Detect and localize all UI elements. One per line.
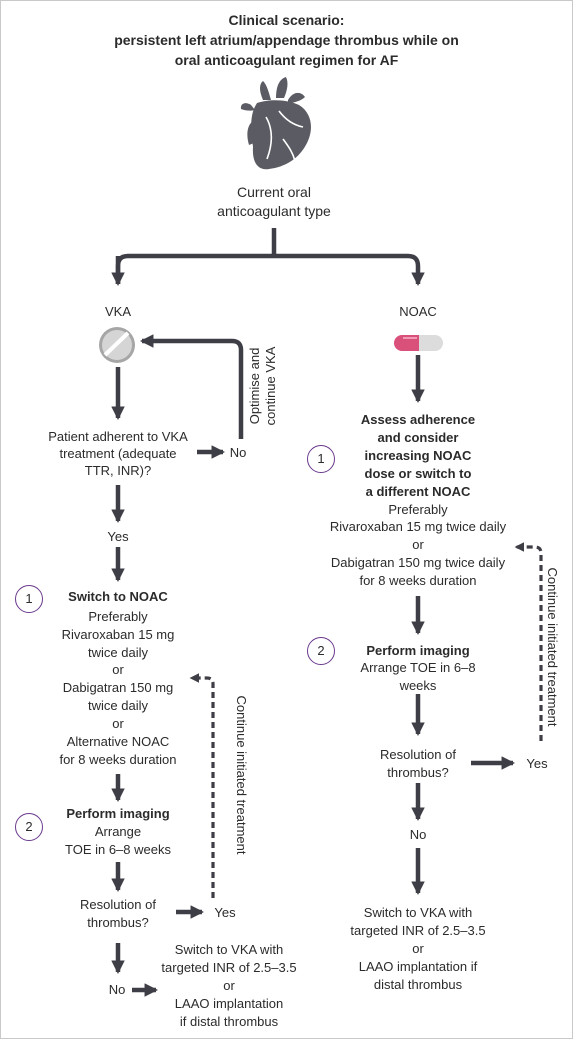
- vka-step1-line-3: twice daily: [88, 645, 148, 660]
- vka-outcome-line-3: or: [223, 978, 235, 993]
- noac-outcome-line-1: Switch to VKA with: [363, 905, 473, 920]
- vka-step2-line-2: TOE in 6–8 weeks: [65, 842, 171, 857]
- optimise-line-1: Optimise and: [247, 347, 262, 425]
- noac-continue-treatment-label: Continue initiated treatment: [545, 567, 560, 727]
- vka-step1-heading: Switch to NOAC: [68, 589, 168, 604]
- vka-outcome-line-4: LAAO implantation: [174, 996, 284, 1011]
- noac-step1-line-2: Rivaroxaban 15 mg twice daily: [329, 519, 507, 534]
- noac-step2-heading: Perform imaging: [366, 643, 470, 658]
- noac-step-1-badge: 1: [307, 445, 335, 473]
- vka-step2-line-1: Arrange: [94, 824, 142, 839]
- vka-step1-line-5: Dabigatran 150 mg: [62, 680, 174, 695]
- title-line-2: persistent left atrium/appendage thrombu…: [114, 32, 459, 48]
- vka-step1-line-7: or: [112, 716, 124, 731]
- noac-outcome-line-3: or: [412, 941, 424, 956]
- noac-resolution-yes: Yes: [526, 756, 548, 771]
- vka-adherent-line-2: treatment (adequate: [59, 446, 177, 461]
- vka-step1-line-6: twice daily: [88, 698, 148, 713]
- optimise-continue-vka-label: Optimise and continue VKA: [247, 336, 281, 436]
- noac-outcome-line-4: LAAO implantation if: [358, 959, 478, 974]
- tablet-icon: [99, 327, 135, 363]
- vka-step2-heading: Perform imaging: [66, 806, 170, 821]
- noac-step1-heading-4: dose or switch to: [364, 466, 472, 481]
- noac-step2-line-2: weeks: [399, 678, 437, 693]
- noac-step1-heading-3: increasing NOAC: [364, 448, 472, 463]
- vka-resolution-yes: Yes: [214, 905, 236, 920]
- noac-resolution-line-2: thrombus?: [387, 765, 449, 780]
- noac-step-2-badge: 2: [307, 637, 335, 665]
- vka-label: VKA: [104, 304, 131, 319]
- vka-step1-line-1: Preferably: [88, 609, 148, 624]
- vka-no-label: No: [229, 445, 247, 460]
- vka-outcome-line-5: if distal thrombus: [179, 1014, 279, 1029]
- vka-step1-line-9: for 8 weeks duration: [59, 752, 177, 767]
- capsule-icon: [394, 335, 443, 351]
- vka-adherent-line-3: TTR, INR)?: [84, 463, 152, 478]
- optimise-line-2: continue VKA: [263, 346, 278, 426]
- vka-step1-line-4: or: [112, 662, 124, 677]
- vka-step-1-badge: 1: [15, 585, 43, 613]
- noac-step1-line-5: for 8 weeks duration: [359, 573, 477, 588]
- noac-outcome-line-5: distal thrombus: [373, 977, 463, 992]
- noac-step2-line-1: Arrange TOE in 6–8: [360, 660, 476, 675]
- noac-label: NOAC: [399, 304, 437, 319]
- title-line-1: Clinical scenario:: [228, 12, 345, 28]
- current-type-line-2: anticoagulant type: [217, 203, 331, 219]
- noac-resolution-no: No: [409, 827, 427, 842]
- noac-step1-line-3: or: [412, 537, 424, 552]
- vka-resolution-no: No: [108, 982, 126, 997]
- vka-step1-line-8: Alternative NOAC: [66, 734, 170, 749]
- vka-adherent-line-1: Patient adherent to VKA: [48, 429, 188, 444]
- vka-yes-label: Yes: [107, 529, 129, 544]
- noac-step1-heading-5: a different NOAC: [365, 484, 471, 499]
- vka-continue-treatment-label: Continue initiated treatment: [234, 695, 249, 855]
- vka-outcome-line-1: Switch to VKA with: [174, 942, 284, 957]
- noac-step1-heading-1: Assess adherence: [360, 412, 476, 427]
- noac-step1-heading-2: and consider: [377, 430, 459, 445]
- noac-outcome-line-2: targeted INR of 2.5–3.5: [350, 923, 486, 938]
- vka-step1-line-2: Rivaroxaban 15 mg: [61, 627, 175, 642]
- noac-step1-line-4: Dabigatran 150 mg twice daily: [330, 555, 506, 570]
- vka-outcome-line-2: targeted INR of 2.5–3.5: [161, 960, 297, 975]
- heart-icon: [240, 77, 311, 170]
- vka-resolution-line-1: Resolution of: [80, 897, 156, 912]
- title-line-3: oral anticoagulant regimen for AF: [174, 52, 399, 68]
- vka-resolution-line-2: thrombus?: [87, 915, 149, 930]
- noac-step1-line-1: Preferably: [388, 502, 448, 517]
- vka-step-2-badge: 2: [15, 813, 43, 841]
- noac-resolution-line-1: Resolution of: [380, 747, 456, 762]
- current-type-line-1: Current oral: [237, 184, 311, 200]
